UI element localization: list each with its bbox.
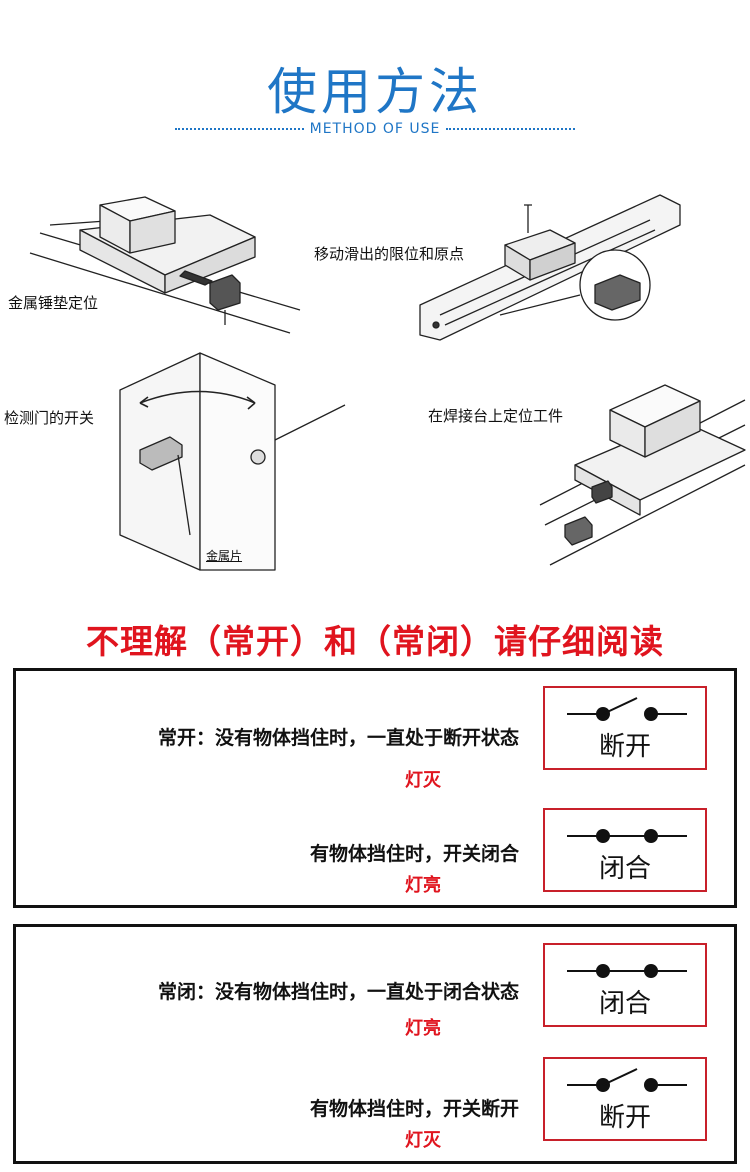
no-lamp-off: 灯灭	[405, 770, 441, 791]
door-drawing	[119, 352, 346, 571]
dotted-divider-right	[446, 128, 576, 130]
nc-blocked-desc: 有物体挡住时，开关断开	[309, 1098, 519, 1120]
switch-open-icon-nc	[567, 1068, 687, 1092]
page-subtitle: METHOD OF USE	[309, 121, 441, 137]
label-hammer-pad: 金属锤垫定位	[8, 294, 99, 312]
welding-table-drawing	[539, 384, 746, 566]
no-blocked-desc: 有物体挡住时，开关闭合	[309, 843, 519, 865]
switch-closed-box: 闭合	[543, 808, 707, 892]
page-title: 使用方法	[267, 63, 483, 121]
switch-closed-box-nc: 闭合	[543, 943, 707, 1027]
switch-closed-icon-nc	[567, 964, 687, 978]
label-door-switch: 检测门的开关	[4, 409, 95, 427]
headline: 不理解（常开）和（常闭）请仔细阅读	[86, 622, 664, 661]
normally-open-panel: 常开：没有物体挡住时，一直处于断开状态 灯灭 断开 有物体挡住时，开关闭合 灯亮…	[13, 668, 737, 908]
nc-state-desc: 常闭：没有物体挡住时，一直处于闭合状态	[157, 981, 519, 1003]
slide-drawing	[419, 194, 681, 341]
no-lamp-on: 灯亮	[405, 875, 441, 896]
switch-open-box-nc: 断开	[543, 1057, 707, 1141]
nc-lamp-on: 灯亮	[405, 1018, 441, 1039]
switch-closed-label-nc: 闭合	[598, 989, 651, 1019]
switch-closed-label: 闭合	[598, 854, 651, 884]
label-welding-table: 在焊接台上定位工件	[428, 407, 564, 425]
switch-closed-icon	[567, 829, 687, 843]
dotted-divider-left	[175, 128, 304, 130]
label-slide-limit: 移动滑出的限位和原点	[314, 245, 465, 263]
usage-drawings	[29, 194, 746, 571]
usage-illustrations: 金属锤垫定位 移动滑出的限位和原点 检测门的开关 在焊接台上定位工件 金属片	[0, 175, 750, 575]
nc-lamp-off: 灯灭	[405, 1130, 441, 1151]
no-state-desc: 常开：没有物体挡住时，一直处于断开状态	[157, 727, 519, 749]
normally-closed-panel: 常闭：没有物体挡住时，一直处于闭合状态 灯亮 闭合 有物体挡住时，开关断开 灯灭…	[13, 924, 737, 1164]
switch-open-icon	[567, 697, 687, 721]
hammer-pad-drawing	[29, 196, 301, 334]
switch-open-label-nc: 断开	[598, 1103, 651, 1133]
subtitle-row: METHOD OF USE	[175, 120, 576, 138]
switch-open-label: 断开	[598, 732, 651, 762]
switch-open-box: 断开	[543, 686, 707, 770]
label-metal-sheet: 金属片	[206, 549, 243, 563]
